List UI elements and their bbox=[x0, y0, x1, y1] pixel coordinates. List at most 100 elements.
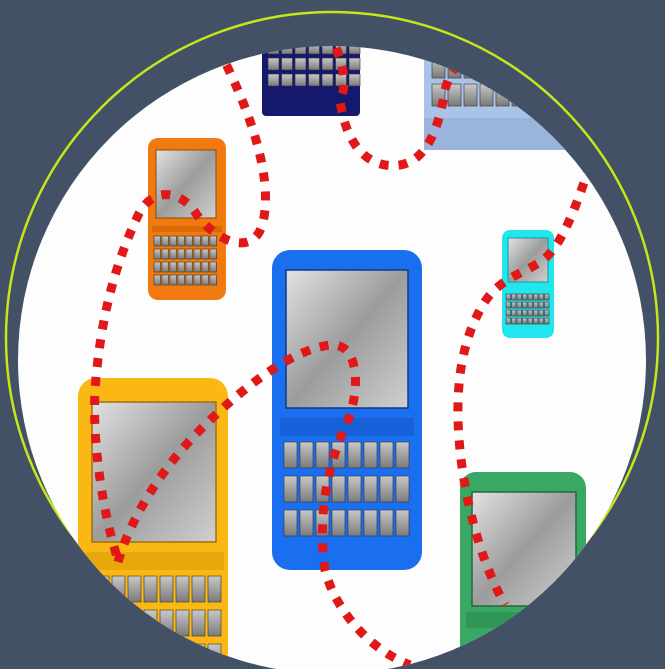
keyboard-key bbox=[160, 576, 173, 602]
keyboard-key bbox=[202, 275, 209, 285]
keyboard-key bbox=[176, 644, 189, 669]
keyboard-key bbox=[154, 275, 161, 285]
keyboard-key bbox=[528, 294, 533, 300]
keyboard-key bbox=[560, 56, 573, 78]
keyboard-key bbox=[284, 442, 297, 468]
keyboard-key bbox=[192, 576, 205, 602]
keyboard-key bbox=[316, 442, 329, 468]
keyboard-key bbox=[512, 318, 517, 324]
keyboard-key bbox=[523, 310, 528, 316]
keyboard-key bbox=[309, 42, 320, 54]
keyboard-key bbox=[210, 275, 217, 285]
keyboard-key bbox=[128, 610, 141, 636]
keyboard-key bbox=[512, 302, 517, 308]
yellow-handheld bbox=[78, 378, 228, 669]
keyboard-key bbox=[144, 644, 157, 669]
keyboard-key bbox=[162, 249, 169, 259]
keyboard-key bbox=[364, 442, 377, 468]
keyboard-key bbox=[202, 262, 209, 272]
keyboard-key bbox=[539, 294, 544, 300]
keyboard-key bbox=[539, 310, 544, 316]
keyboard-key bbox=[300, 442, 313, 468]
keyboard-key bbox=[523, 318, 528, 324]
keyboard-key bbox=[517, 318, 522, 324]
keyboard-key bbox=[295, 74, 306, 86]
keyboard-key bbox=[539, 318, 544, 324]
orange-handheld bbox=[148, 138, 226, 300]
keyboard-key bbox=[448, 56, 461, 78]
keyboard-key bbox=[364, 510, 377, 536]
keyboard-key bbox=[545, 310, 550, 316]
keyboard-key bbox=[464, 56, 477, 78]
keyboard-key bbox=[170, 275, 177, 285]
keyboard-key bbox=[128, 644, 141, 669]
keyboard-key bbox=[186, 236, 193, 246]
keyboard-key bbox=[96, 576, 109, 602]
keyboard-key bbox=[432, 56, 445, 78]
keyboard-key bbox=[284, 476, 297, 502]
keyboard-key bbox=[528, 56, 541, 78]
keyboard-key bbox=[517, 310, 522, 316]
keyboard-key bbox=[268, 58, 279, 70]
keyboard-key bbox=[160, 644, 173, 669]
keyboard-key bbox=[506, 310, 511, 316]
keyboard-key bbox=[576, 84, 589, 106]
keyboard-key bbox=[336, 74, 347, 86]
blue-handheld bbox=[272, 250, 422, 570]
keyboard-key bbox=[282, 74, 293, 86]
keyboard-key bbox=[348, 442, 361, 468]
keyboard-key bbox=[576, 56, 589, 78]
keyboard-key bbox=[528, 318, 533, 324]
keyboard-key bbox=[202, 249, 209, 259]
keyboard-key bbox=[496, 84, 509, 106]
keyboard-key bbox=[349, 42, 360, 54]
keyboard-key bbox=[332, 476, 345, 502]
keyboard-key bbox=[534, 310, 539, 316]
keyboard-key bbox=[144, 576, 157, 602]
keyboard-key bbox=[523, 302, 528, 308]
keyboard-key bbox=[396, 476, 409, 502]
keyboard-key bbox=[534, 318, 539, 324]
keyboard-key bbox=[208, 576, 221, 602]
keyboard-key bbox=[322, 42, 333, 54]
keyboard-key bbox=[162, 262, 169, 272]
keyboard-key bbox=[348, 476, 361, 502]
keyboard-key bbox=[176, 576, 189, 602]
keyboard-key bbox=[210, 262, 217, 272]
keyboard-key bbox=[170, 262, 177, 272]
keyboard-key bbox=[186, 249, 193, 259]
keyboard-key bbox=[176, 610, 189, 636]
keyboard-key bbox=[528, 310, 533, 316]
keyboard-key bbox=[322, 74, 333, 86]
keyboard-key bbox=[178, 262, 185, 272]
keyboard-key bbox=[112, 576, 125, 602]
keyboard-key bbox=[194, 249, 201, 259]
keyboard-key bbox=[380, 476, 393, 502]
keyboard-key bbox=[545, 294, 550, 300]
keyboard-key bbox=[170, 236, 177, 246]
keyboard-key bbox=[545, 302, 550, 308]
keyboard-key bbox=[162, 236, 169, 246]
keyboard-key bbox=[300, 510, 313, 536]
keyboard-key bbox=[210, 249, 217, 259]
keyboard-key bbox=[202, 236, 209, 246]
keyboard-key bbox=[282, 58, 293, 70]
keyboard-key bbox=[544, 56, 557, 78]
keyboard-key bbox=[96, 610, 109, 636]
keyboard-key bbox=[349, 74, 360, 86]
keyboard-key bbox=[539, 302, 544, 308]
keyboard-key bbox=[364, 476, 377, 502]
keyboard-key bbox=[309, 74, 320, 86]
keyboard-key bbox=[178, 236, 185, 246]
keyboard-key bbox=[517, 294, 522, 300]
keyboard-key bbox=[534, 294, 539, 300]
keyboard-key bbox=[348, 510, 361, 536]
keyboard-key bbox=[210, 236, 217, 246]
keyboard-key bbox=[194, 236, 201, 246]
keyboard-key bbox=[506, 302, 511, 308]
keyboard-key bbox=[560, 84, 573, 106]
keyboard-key bbox=[208, 644, 221, 669]
keyboard-key bbox=[128, 576, 141, 602]
keyboard-key bbox=[512, 294, 517, 300]
